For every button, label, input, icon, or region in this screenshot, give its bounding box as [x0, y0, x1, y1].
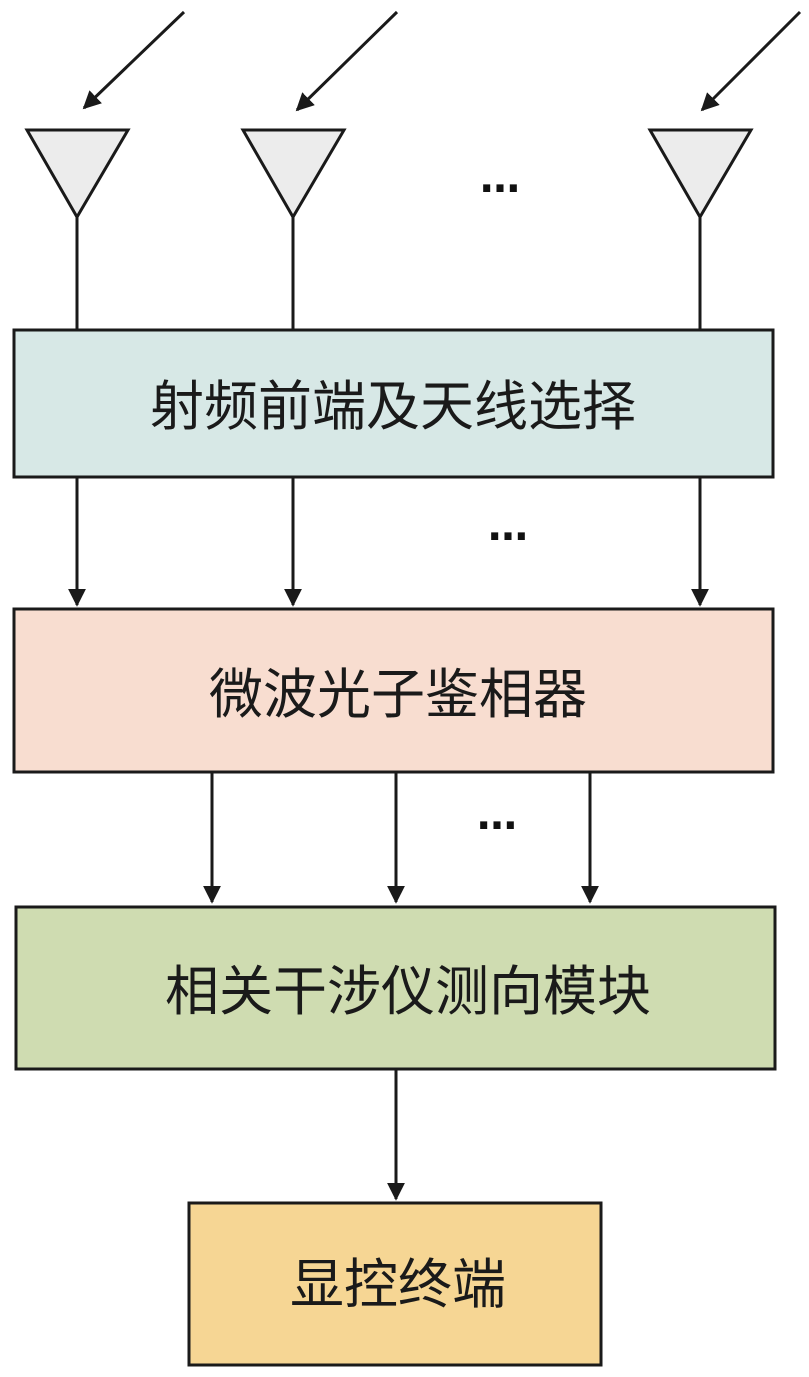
rf-frontend-block [12, 328, 775, 479]
interferometer-label: 相关干涉仪测向模块 [165, 960, 651, 1023]
display-terminal-label: 显控终端 [290, 1253, 506, 1316]
antenna-icon [647, 128, 754, 330]
phase-discriminator-label: 微波光子鉴相器 [209, 663, 587, 726]
incoming-signal-arrow-2 [295, 10, 399, 112]
incoming-signal-arrow-1 [82, 10, 186, 110]
antenna-icon [24, 128, 131, 330]
rf-to-phase-ellipsis: … [488, 504, 528, 550]
incoming-signal-arrow-3 [700, 10, 802, 112]
phase-discriminator-block [12, 607, 775, 774]
display-terminal-block [187, 1201, 603, 1367]
phase-to-interferometer-ellipsis: … [477, 793, 517, 839]
antenna-ellipsis: … [480, 156, 520, 202]
rf-frontend-label: 射频前端及天线选择 [150, 375, 636, 438]
antenna-icon [240, 128, 347, 330]
